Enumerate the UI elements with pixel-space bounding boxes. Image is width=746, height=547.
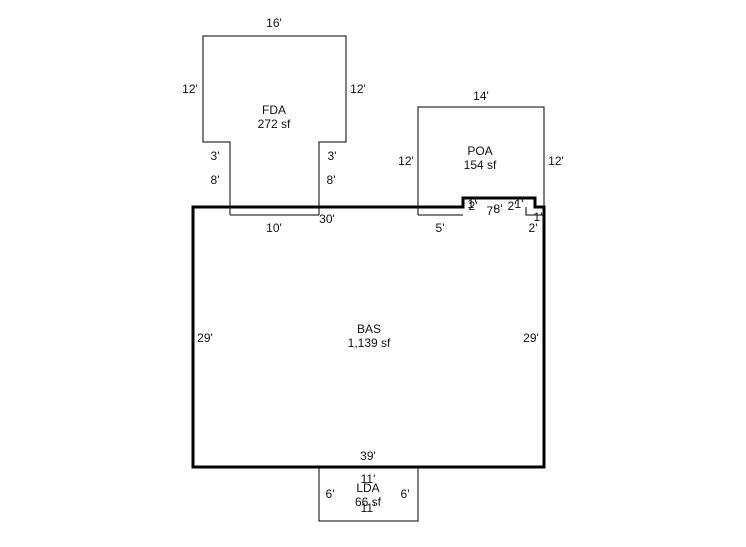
dim-notch-d: 1': [515, 197, 524, 211]
dim-fda-neck-left: 8': [211, 173, 220, 187]
fda-outline: [202, 35, 347, 207]
dim-fda-top: 16': [266, 16, 282, 30]
lda-code-label: LDA: [356, 481, 379, 495]
dim-bas-bottom: 39': [360, 449, 376, 463]
dim-bas-top: 30': [319, 212, 335, 226]
dim-fda-right: 12': [350, 82, 366, 96]
poa-area-label: 154 sf: [464, 158, 497, 172]
dim-notch-a: 2': [469, 199, 478, 213]
poa-notch-right: [525, 207, 544, 216]
dim-notch-b: 1': [468, 197, 477, 211]
lda-area-label: 66 sf: [355, 495, 382, 509]
poa-outline: [417, 106, 545, 207]
dim-notch-e: 1': [534, 210, 543, 224]
dim-lda-right: 6': [401, 487, 410, 501]
dim-poa-left: 12': [398, 154, 414, 168]
dim-lda-top: 11': [361, 472, 376, 486]
dim-notch-c: 2': [508, 199, 517, 213]
dim-notch-mid: 7': [487, 204, 496, 218]
dim-bas-right: 29': [523, 331, 539, 345]
dim-lda-bottom: 11': [361, 501, 376, 515]
dim-fda-bottom: 10': [266, 221, 282, 235]
dim-bas-left: 29': [197, 331, 213, 345]
dim-poa-bottom: 5': [436, 221, 445, 235]
dim-fda-step-right: 3': [328, 149, 337, 163]
poa-code-label: POA: [467, 144, 492, 158]
bas-outline: [191, 196, 546, 469]
dim-poa-top: 14': [473, 89, 489, 103]
dim-fda-neck-right: 8': [327, 173, 336, 187]
bas-code-label: BAS: [357, 322, 381, 336]
dim-lda-left: 6': [326, 487, 335, 501]
dim-notch-mid2: 8': [494, 202, 503, 216]
fda-area-label: 272 sf: [258, 117, 291, 131]
lda-outline: [318, 467, 419, 522]
bas-area-label: 1,139 sf: [348, 336, 391, 350]
dim-fda-step-left: 3': [211, 149, 220, 163]
dim-fda-left: 12': [182, 82, 198, 96]
dim-poa-right: 12': [548, 154, 564, 168]
dim-notch-f: 2': [529, 221, 538, 235]
fda-code-label: FDA: [262, 103, 286, 117]
